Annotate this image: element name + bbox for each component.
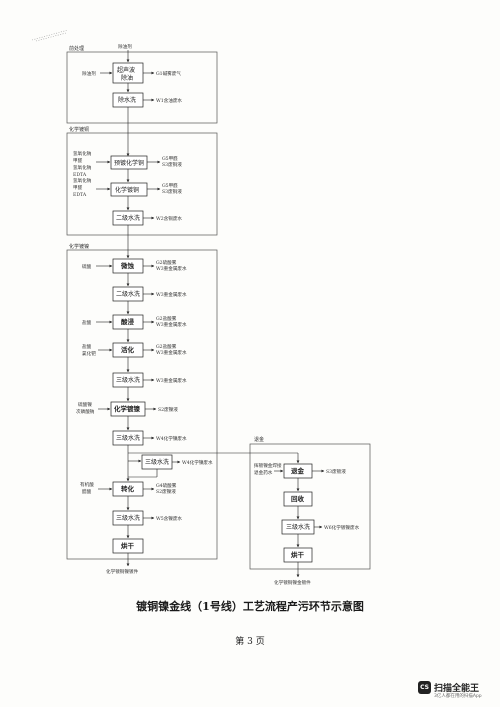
nickel-product: 化学镀铜镍镀件 [106, 568, 139, 575]
step-recovery-label: 回收 [291, 494, 305, 503]
nickel-output-12: G4硫酸雾 [156, 482, 177, 489]
page-number: 第 3 页 [235, 637, 265, 647]
section-label-chemical-nickel: 化学镀镍 [69, 243, 89, 250]
pretreat-output-2: W1含油废水 [156, 97, 182, 104]
nickel-output-14: W5含镍废水 [156, 515, 182, 522]
step-chemical-copper-label: 化学镀铜 [115, 186, 139, 194]
nickel-input-4: 氯化钯 [82, 350, 96, 357]
step-conversion-label: 转化 [121, 484, 135, 493]
section-label-stripping: 退金 [254, 436, 264, 443]
step-ultrasonic-label-2: 除油 [121, 74, 133, 82]
step-chemical-copper [110, 182, 148, 197]
scanner-logo-icon: CS [418, 681, 431, 694]
section-label-chemical-copper: 化学镀铜 [69, 126, 89, 133]
nickel-input-3: 盐酸 [82, 343, 92, 350]
step-nickel-rinse-5-label: 三级水洗 [116, 514, 140, 522]
nickel-output-5: W3重金属废水 [156, 321, 187, 328]
nickel-input-1: 硫酸 [82, 263, 92, 270]
copper-input-4: EDTA [73, 172, 87, 178]
strip-output-2: W6化学镀镍废水 [324, 524, 360, 531]
step-gold-strip-label: 退金 [291, 466, 305, 475]
nickel-output-3: W3重金属废水 [156, 291, 187, 298]
nickel-output-8: W3重金属废水 [156, 377, 187, 384]
strip-product: 化学镀铜镍金镀件 [274, 579, 311, 586]
step-nickel-rinse-2-label: 三级水洗 [116, 376, 140, 384]
scanner-tagline: 3亿人都在用的扫描App [434, 694, 482, 699]
step-nickel-rinse-3-label: 三级水洗 [116, 434, 140, 442]
pretreat-output-1: G1碱雾废气 [156, 70, 181, 77]
copper-input-5: 氢氧化钠 [73, 177, 92, 184]
step-copper-rinse-label: 二级水洗 [116, 214, 140, 222]
step-chemical-nickel-label: 化学镀镍 [114, 404, 141, 413]
section-chemical-nickel [66, 249, 218, 560]
nickel-input-7: 有机酸 [80, 481, 94, 488]
step-water-rinse-pretreat-label: 除水洗 [118, 96, 136, 104]
nickel-input-2: 盐酸 [82, 319, 92, 326]
step-activation-label: 活化 [121, 345, 135, 354]
scan-corner-mark [31, 29, 69, 42]
step-pre-copper-label: 预镀化学铜 [114, 159, 144, 167]
nickel-output-10: W4化学镍废水 [156, 435, 187, 442]
scanner-watermark: CS 扫描全能王 3亿人都在用的扫描App [418, 679, 498, 703]
pretreat-left-input: 除油剂 [82, 70, 96, 77]
strip-output-1: S3废镀液 [326, 468, 346, 475]
strip-input-1: 挥镀镍金焊接 [254, 462, 282, 469]
copper-input-6: 甲醛 [73, 184, 83, 191]
top-input-label: 除油剂 [118, 43, 132, 50]
section-chemical-copper [66, 132, 218, 236]
nickel-output-11: W4化学镍废水 [182, 459, 213, 466]
step-nickel-rinse-1-label: 二级水洗 [116, 290, 140, 298]
copper-input-1: 氢氧化钠 [73, 150, 92, 157]
step-acid-dip-label: 酸浸 [121, 317, 135, 326]
step-ultrasonic-label-1: 超声波 [117, 66, 135, 74]
copper-output-1: G5甲醛 [162, 155, 178, 162]
step-nickel-dry-label: 烘干 [121, 541, 135, 550]
step-strip-dry-label: 烘干 [291, 550, 305, 559]
nickel-input-6: 次磷酸钠 [76, 408, 95, 415]
copper-input-3: 氢氧化钠 [73, 164, 92, 171]
copper-input-7: EDTA [73, 192, 87, 198]
step-micro-etch-label: 微蚀 [120, 261, 135, 270]
strip-input-2: 退金药水 [254, 469, 273, 476]
section-label-pretreatment: 前处理 [69, 45, 84, 52]
step-nickel-rinse-4-label: 三级水洗 [145, 458, 169, 466]
nickel-output-4: G2盐酸雾 [156, 315, 177, 322]
section-pretreatment [66, 51, 218, 124]
nickel-output-6: G2盐酸雾 [156, 343, 177, 350]
copper-input-2: 甲醛 [73, 157, 83, 164]
nickel-output-2: W3重金属废水 [156, 265, 187, 272]
copper-output-2: S3废铜液 [162, 161, 182, 168]
nickel-output-13: S2废镍液 [156, 488, 176, 495]
copper-output-4: S3废铜液 [162, 188, 182, 195]
scanner-app-name: 扫描全能王 [434, 684, 480, 694]
section-stripping [249, 443, 371, 570]
step-pre-copper [110, 155, 148, 170]
nickel-output-7: W3重金属废水 [156, 349, 187, 356]
copper-output-5: W2含铜废水 [156, 215, 182, 222]
step-strip-rinse-label: 三级水洗 [286, 523, 310, 531]
nickel-output-1: G2硫酸雾 [156, 259, 177, 266]
diagram-caption: 镀铜镍金线（1号线）工艺流程产污环节示意图 [136, 600, 364, 613]
nickel-input-8: 醋酸 [82, 488, 92, 495]
nickel-output-9: S2废镍液 [158, 406, 178, 413]
nickel-input-5: 硫酸镍 [78, 401, 92, 408]
copper-output-3: G5甲醛 [162, 182, 178, 189]
